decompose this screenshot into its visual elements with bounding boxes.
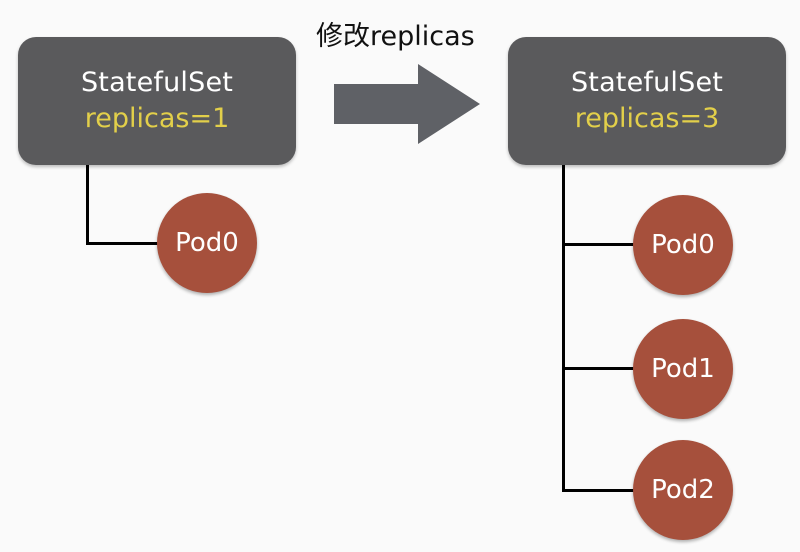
after-pod-0: Pod0: [633, 195, 733, 295]
after-pod-2: Pod2: [633, 440, 733, 540]
statefulset-before-box: StatefulSet replicas=1: [18, 37, 296, 165]
after-connector-pod0: [562, 243, 634, 246]
statefulset-after-box: StatefulSet replicas=3: [508, 37, 786, 165]
after-connector-pod1: [562, 367, 634, 370]
before-pod-0: Pod0: [157, 193, 257, 293]
after-connector-vertical: [562, 165, 565, 491]
before-connector-vertical: [86, 165, 89, 244]
right-arrow-icon: [334, 64, 480, 144]
statefulset-after-replicas: replicas=3: [574, 103, 720, 134]
before-connector-pod0: [86, 242, 158, 245]
statefulset-before-replicas: replicas=1: [84, 103, 230, 134]
statefulset-after-kind: StatefulSet: [570, 67, 724, 98]
after-pod-1: Pod1: [633, 319, 733, 419]
after-connector-pod2: [562, 489, 634, 492]
action-label: 修改replicas: [316, 21, 475, 52]
statefulset-before-kind: StatefulSet: [80, 67, 234, 98]
